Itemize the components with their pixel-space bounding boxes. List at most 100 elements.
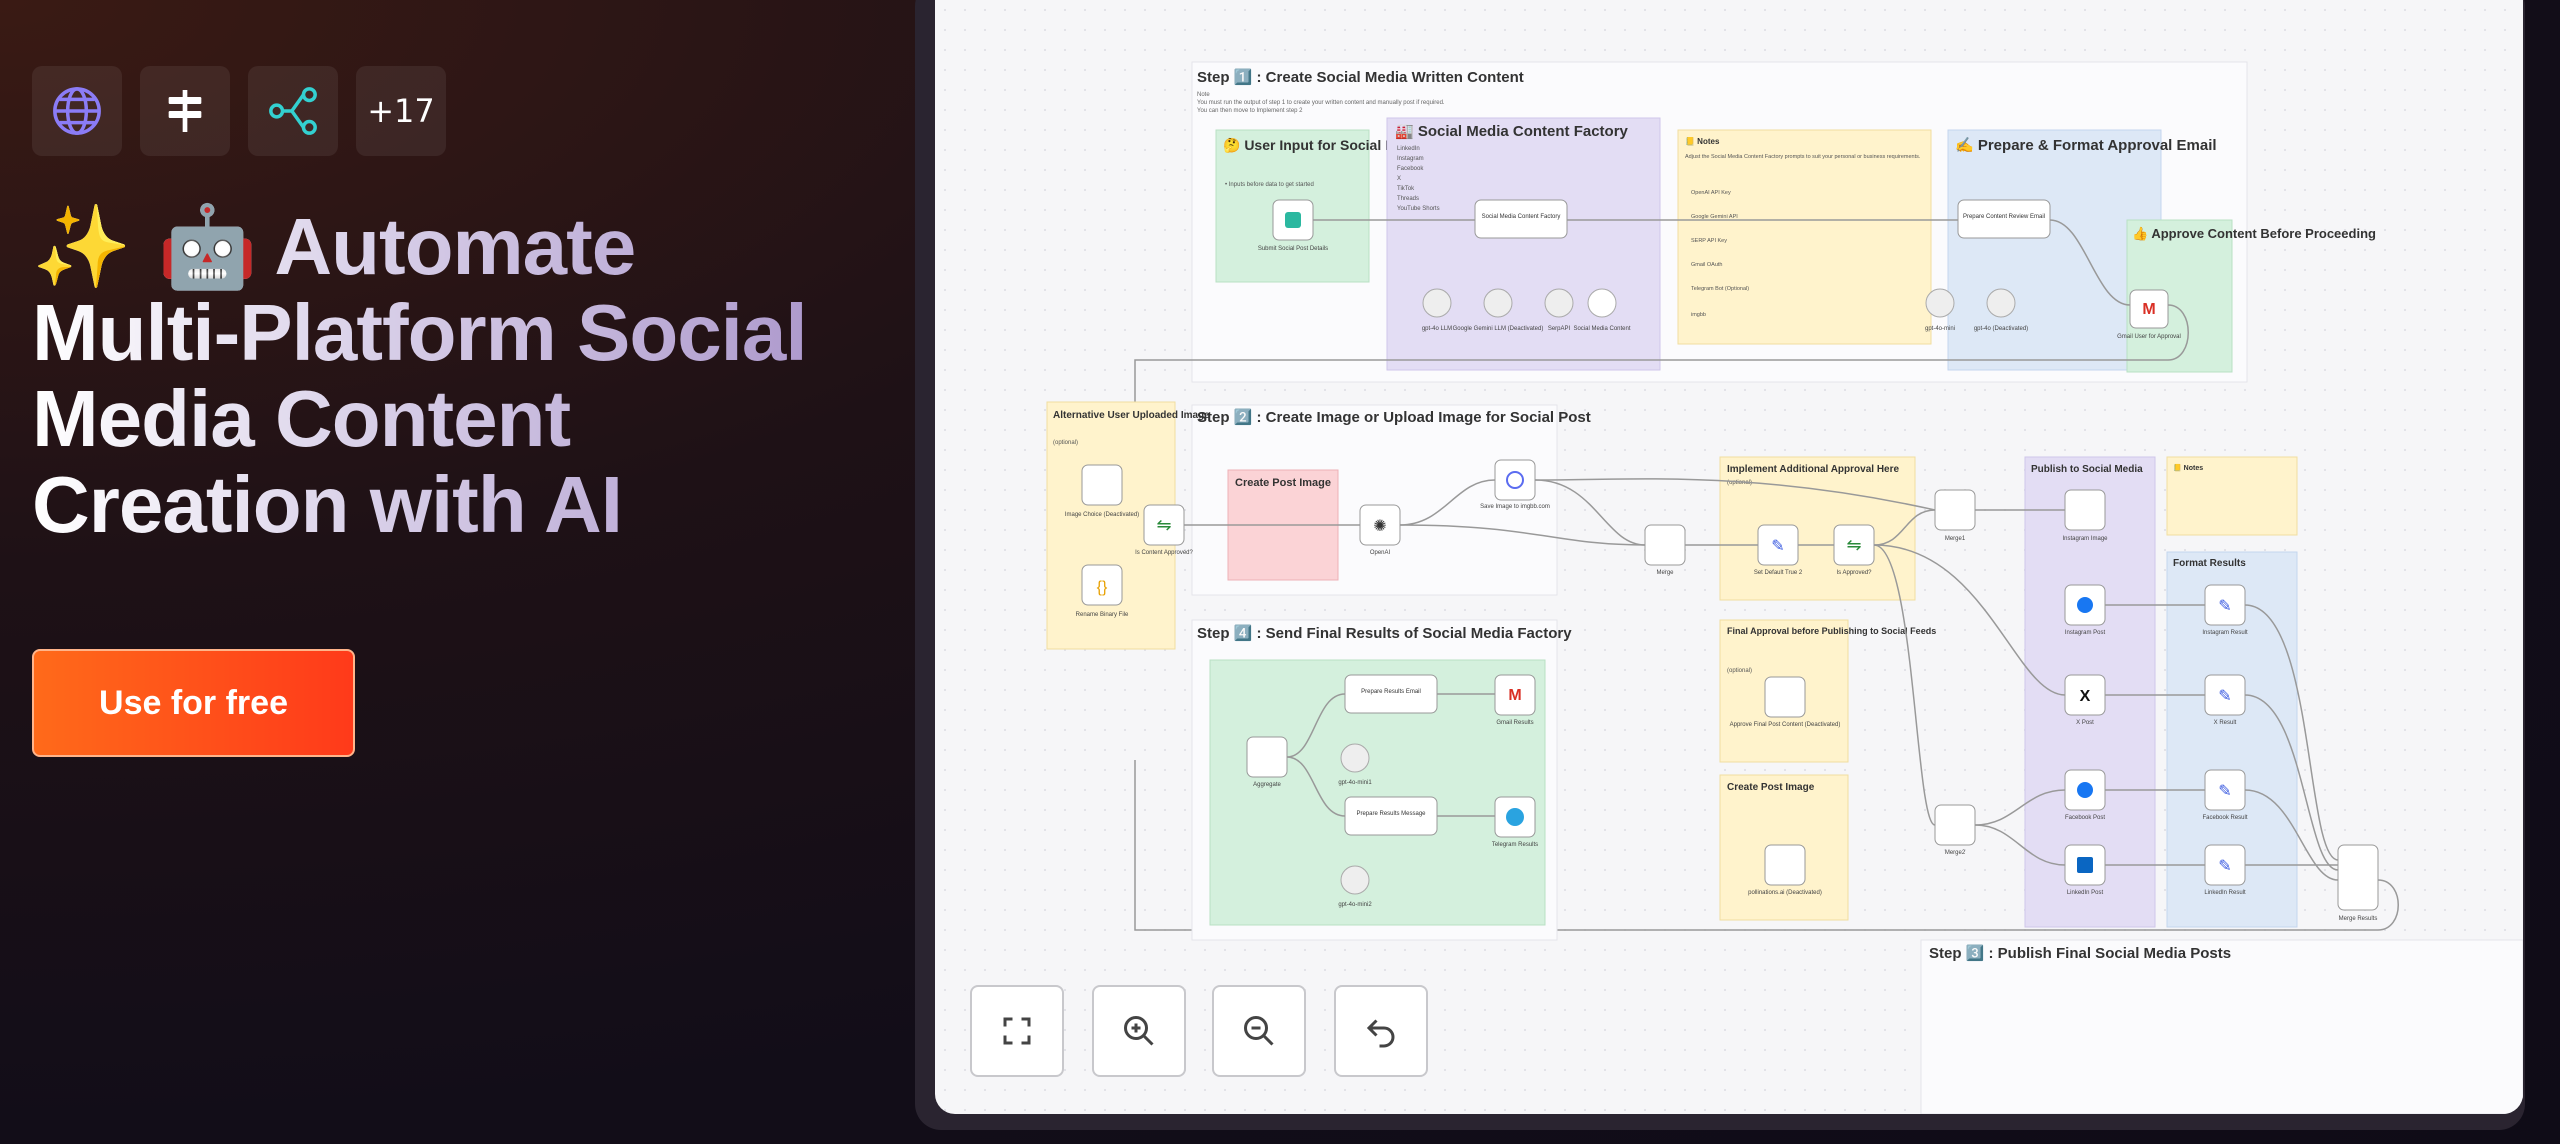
- svg-text:gpt-4o LLM: gpt-4o LLM: [1422, 326, 1452, 332]
- svg-text:Gmail OAuth: Gmail OAuth: [1691, 262, 1722, 268]
- node-pollinations[interactable]: [1764, 844, 1806, 886]
- node-merge1[interactable]: [1934, 489, 1976, 531]
- node-prepare-email[interactable]: [1957, 199, 2051, 239]
- step2-title: Step 2️⃣ : Create Image or Upload Image …: [1197, 408, 1591, 426]
- zoom-out-icon: [1244, 1016, 1274, 1046]
- node-save-imgbb[interactable]: [1494, 459, 1536, 501]
- node-approve-final[interactable]: [1764, 676, 1806, 718]
- node-rename-binary[interactable]: [1081, 564, 1123, 606]
- svg-text:TikTok: TikTok: [1397, 186, 1415, 192]
- step4-title: Step 4️⃣ : Send Final Results of Social …: [1197, 624, 1572, 642]
- publish-nodes: X ✎ ✎ ✎ ✎: [1934, 489, 2379, 911]
- svg-text:You must run the output of ste: You must run the output of step 1 to cre…: [1197, 100, 1445, 106]
- svg-text:OpenAI: OpenAI: [1370, 550, 1391, 556]
- svg-text:Is Approved?: Is Approved?: [1836, 570, 1872, 576]
- node-image-choice[interactable]: [1081, 464, 1123, 506]
- node-factory[interactable]: [1474, 199, 1568, 239]
- svg-text:Save Image to imgbb.com: Save Image to imgbb.com: [1480, 504, 1550, 510]
- svg-text:Final Approval before Publishi: Final Approval before Publishing to Soci…: [1727, 626, 1936, 636]
- globe-icon: [1506, 471, 1524, 489]
- workflow-canvas[interactable]: Step 1️⃣ : Create Social Media Written C…: [935, 0, 2523, 1114]
- svg-text:✎: ✎: [2218, 688, 2231, 705]
- svg-text:Merge: Merge: [1656, 570, 1674, 576]
- svg-text:Alternative User Uploaded Imag: Alternative User Uploaded Image: [1053, 410, 1210, 421]
- globe-icon: [32, 66, 122, 156]
- svg-text:YouTube Shorts: YouTube Shorts: [1397, 206, 1440, 212]
- svg-text:Image Choice (Deactivated): Image Choice (Deactivated): [1065, 512, 1139, 518]
- svg-text:Facebook Post: Facebook Post: [2065, 815, 2105, 821]
- svg-text:SERP API Key: SERP API Key: [1691, 238, 1727, 244]
- svg-text:LinkedIn Result: LinkedIn Result: [2204, 890, 2246, 896]
- zoom-in-icon: [1124, 1016, 1154, 1046]
- svg-text:Telegram Bot (Optional): Telegram Bot (Optional): [1691, 286, 1749, 292]
- workflow-diagram: Step 1️⃣ : Create Social Media Written C…: [1046, 61, 2523, 1114]
- svg-text:Instagram Result: Instagram Result: [2202, 630, 2248, 636]
- more-integrations-badge: +17: [356, 66, 446, 156]
- sparkle-robot-icon: ✨ 🤖: [32, 200, 257, 293]
- workflow-icon: [248, 66, 338, 156]
- svg-text:Google Gemini API: Google Gemini API: [1691, 214, 1738, 220]
- svg-text:pollinations.ai (Deactivated): pollinations.ai (Deactivated): [1748, 890, 1822, 896]
- node-gpt4o-mini1[interactable]: [1340, 743, 1370, 773]
- fullscreen-icon: [1003, 1017, 1031, 1045]
- svg-text:Instagram: Instagram: [1397, 156, 1424, 162]
- reset-zoom-button[interactable]: [1334, 985, 1428, 1077]
- svg-text:Facebook: Facebook: [1397, 166, 1424, 172]
- svg-text:Facebook Result: Facebook Result: [2202, 815, 2247, 821]
- zoom-in-button[interactable]: [1092, 985, 1186, 1077]
- svg-text:Note: Note: [1197, 92, 1210, 98]
- pencil-icon: ✎: [1771, 538, 1784, 555]
- node-gpt4o-mini2[interactable]: [1340, 865, 1370, 895]
- if-icon: ⇋: [1156, 515, 1171, 535]
- svg-text:LinkedIn Post: LinkedIn Post: [2067, 890, 2104, 896]
- svg-text:Social Media Content Factory: Social Media Content Factory: [1482, 214, 1561, 220]
- svg-text:Create Post Image: Create Post Image: [1235, 477, 1331, 489]
- svg-text:Instagram Image: Instagram Image: [2062, 536, 2108, 542]
- node-gpt4o-deact[interactable]: [1986, 288, 2016, 318]
- svg-text:imgbb: imgbb: [1691, 312, 1706, 318]
- use-for-free-button[interactable]: Use for free: [32, 649, 355, 757]
- svg-text:Approve Final Post Content (De: Approve Final Post Content (Deactivated): [1730, 722, 1841, 728]
- svg-text:Prepare Results Email: Prepare Results Email: [1361, 689, 1421, 695]
- integration-icons: +17: [32, 66, 446, 156]
- svg-text:LinkedIn: LinkedIn: [1397, 146, 1420, 152]
- svg-text:✍️ Prepare & Format Approval E: ✍️ Prepare & Format Approval Email: [1955, 136, 2217, 154]
- svg-text:Google Gemini LLM (Deactivated: Google Gemini LLM (Deactivated): [1453, 326, 1544, 332]
- svg-text:✎: ✎: [2218, 783, 2231, 800]
- svg-text:• Inputs before data to get st: • Inputs before data to get started: [1225, 182, 1314, 188]
- svg-text:Gmail Results: Gmail Results: [1496, 720, 1533, 726]
- zoom-out-button[interactable]: [1212, 985, 1306, 1077]
- svg-text:Threads: Threads: [1397, 196, 1419, 202]
- node-gpt4o-mini[interactable]: [1925, 288, 1955, 318]
- node-gmail-approval[interactable]: [2129, 289, 2169, 329]
- signpost-icon: [140, 66, 230, 156]
- sticky-prepare: [1947, 129, 2162, 371]
- openai-icon: ✺: [1373, 518, 1386, 535]
- svg-text:Merge Results: Merge Results: [2339, 916, 2378, 922]
- svg-text:📒 Notes: 📒 Notes: [1685, 137, 1720, 146]
- node-merge[interactable]: [1644, 524, 1686, 566]
- fit-view-button[interactable]: [970, 985, 1064, 1077]
- svg-text:gpt-4o-mini2: gpt-4o-mini2: [1338, 902, 1372, 908]
- svg-text:You can then move to Implement: You can then move to Implement step 2: [1197, 108, 1303, 114]
- svg-text:Is Content Approved?: Is Content Approved?: [1135, 550, 1193, 556]
- subnodes-factory: [1422, 288, 1617, 318]
- svg-text:👍 Approve Content Before Proc: 👍 Approve Content Before Proceeding: [2132, 226, 2376, 241]
- svg-text:Implement Additional Approval: Implement Additional Approval Here: [1727, 464, 1899, 475]
- node-aggregate[interactable]: [1246, 736, 1288, 778]
- svg-text:X: X: [1397, 176, 1401, 182]
- svg-text:Create Post Image: Create Post Image: [1727, 782, 1815, 793]
- svg-text:Prepare Results Message: Prepare Results Message: [1356, 811, 1426, 817]
- svg-text:Set Default True 2: Set Default True 2: [1754, 570, 1803, 576]
- svg-text:(optional): (optional): [1727, 668, 1752, 674]
- svg-text:Aggregate: Aggregate: [1253, 782, 1281, 788]
- page-title: ✨ 🤖 Automate Multi-Platform Social Media…: [32, 204, 892, 548]
- form-icon: [1285, 212, 1301, 228]
- sticky-notes: [1677, 129, 1932, 345]
- svg-text:X Result: X Result: [2214, 720, 2237, 726]
- step3-group: [1920, 939, 2523, 1114]
- if-icon: ⇋: [1846, 535, 1861, 555]
- svg-text:gpt-4o (Deactivated): gpt-4o (Deactivated): [1974, 326, 2028, 332]
- node-gmail-results[interactable]: [1494, 674, 1536, 716]
- step3-title: Step 3️⃣ : Publish Final Social Media Po…: [1929, 944, 2231, 962]
